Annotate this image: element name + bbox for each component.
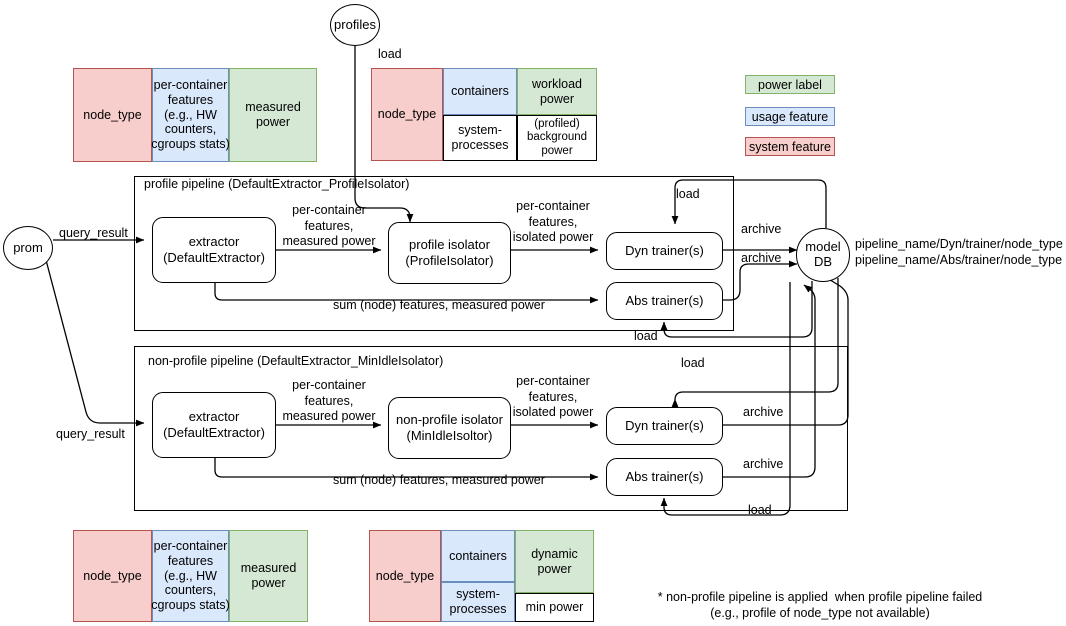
table-top-mid: node_type containers system- processes w… <box>371 68 597 161</box>
cell-workload-power: workload power <box>517 68 597 115</box>
nonprofile-pipeline-title: non-profile pipeline (DefaultExtractor_M… <box>148 354 444 368</box>
nonprofile-abs-trainer-node[interactable]: Abs trainer(s) <box>606 458 723 496</box>
nonprofile-extractor-node[interactable]: extractor (DefaultExtractor) <box>152 392 276 458</box>
table-top-left: node_type per-container features (e.g., … <box>73 68 317 162</box>
edge-label-query-result-top: query_result <box>59 226 128 240</box>
edge-label-features-measured-p1: per-container features, measured power <box>282 203 376 249</box>
cell-min-power: min power <box>515 593 594 622</box>
cell-system-processes: system- processes <box>443 115 517 161</box>
column-usage: containers system- processes <box>441 530 515 622</box>
edge-label-archive-dyn-p1: archive <box>741 222 782 236</box>
legend-power-label: power label <box>745 75 835 94</box>
edge-label-query-result-bottom: query_result <box>56 427 125 441</box>
cell-node-type: node_type <box>369 530 441 622</box>
column-power: dynamic power min power <box>515 530 594 622</box>
legend-usage-feature: usage feature <box>745 107 835 126</box>
profile-abs-trainer-node[interactable]: Abs trainer(s) <box>606 282 723 320</box>
edge-label-archive-abs-p1: archive <box>741 251 782 265</box>
profiles-source[interactable]: profiles <box>330 4 380 46</box>
cell-per-container-features: per-container features (e.g., HW counter… <box>151 68 230 162</box>
cell-measured-power: measured power <box>229 530 308 622</box>
footnote: * non-profile pipeline is applied when p… <box>657 590 983 621</box>
profile-pipeline-title: profile pipeline (DefaultExtractor_Profi… <box>144 177 410 191</box>
edge-label-features-isolated-p2: per-container features, isolated power <box>512 374 594 420</box>
cell-containers: containers <box>441 530 515 582</box>
model-db[interactable]: model DB <box>796 228 850 282</box>
cell-dynamic-power: dynamic power <box>515 530 594 593</box>
edge-label-features-isolated-p1: per-container features, isolated power <box>512 199 594 245</box>
edge-label-sum-node-p2: sum (node) features, measured power <box>333 473 545 487</box>
profile-extractor-node[interactable]: extractor (DefaultExtractor) <box>152 217 276 283</box>
edge-label-load-abs-p2: load <box>748 503 772 517</box>
table-bottom-mid: node_type containers system- processes d… <box>369 530 594 622</box>
edge-label-load-dyn-p2: load <box>681 356 705 370</box>
legend-system-feature: system feature <box>745 137 835 156</box>
cell-node-type: node_type <box>73 68 152 162</box>
cell-background-power: (profiled) background power <box>517 115 597 161</box>
edge-label-features-measured-p2: per-container features, measured power <box>282 378 376 424</box>
prom-source[interactable]: prom <box>3 226 53 270</box>
edge-label-archive-abs-p2: archive <box>743 457 784 471</box>
edge-label-archive-dyn-p2: archive <box>743 405 784 419</box>
profile-dyn-trainer-node[interactable]: Dyn trainer(s) <box>606 232 723 270</box>
table-bottom-left: node_type per-container features (e.g., … <box>73 530 308 622</box>
edge-label-load-dyn-p1: load <box>676 187 700 201</box>
cell-containers: containers <box>443 68 517 115</box>
edge-label-load-profiles: load <box>378 47 402 61</box>
nonprofile-dyn-trainer-node[interactable]: Dyn trainer(s) <box>606 407 723 445</box>
cell-node-type: node_type <box>73 530 152 622</box>
model-db-paths: pipeline_name/Dyn/trainer/node_type pipe… <box>855 237 1063 267</box>
cell-system-processes: system- processes <box>441 582 515 622</box>
cell-per-container-features: per-container features (e.g., HW counter… <box>151 530 230 622</box>
profile-isolator-node[interactable]: profile isolator (ProfileIsolator) <box>388 222 511 284</box>
cell-node-type: node_type <box>371 68 443 161</box>
nonprofile-isolator-node[interactable]: non-profile isolator (MinIdleIsoltor) <box>388 397 511 459</box>
cell-measured-power: measured power <box>229 68 317 162</box>
column-power: workload power (profiled) background pow… <box>517 68 597 161</box>
edge-label-load-abs-p1: load <box>634 329 658 343</box>
column-usage: containers system- processes <box>443 68 517 161</box>
nonprofile-pipeline-container <box>134 346 848 511</box>
profile-pipeline-container <box>134 176 734 331</box>
edge-label-sum-node-p1: sum (node) features, measured power <box>333 298 545 312</box>
